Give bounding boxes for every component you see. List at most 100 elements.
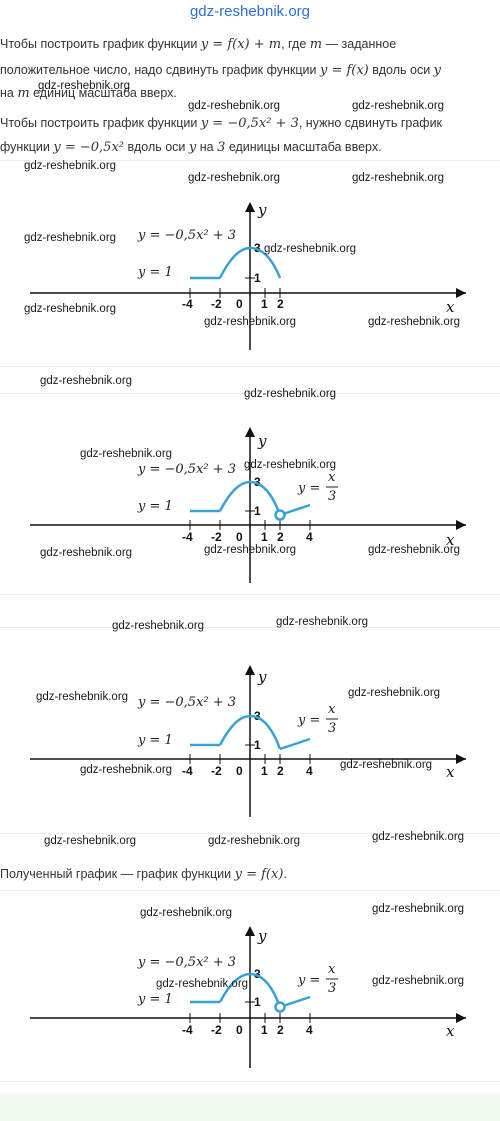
watermark: gdz-reshebnik.org: [264, 243, 357, 255]
watermark: gdz-reshebnik.org: [188, 172, 281, 184]
x-axis-label: x: [446, 1022, 455, 1040]
label-linear: y = x 3: [297, 470, 338, 504]
label-linear-lhs: y =: [297, 713, 320, 728]
x-tick-label: 1: [261, 1023, 268, 1037]
math-inline: 3: [217, 140, 226, 155]
paragraph-conclusion: Полученный график — график функции y = f…: [0, 861, 500, 888]
label-const: y = 1: [137, 499, 173, 514]
paragraph-rule-line-2: положительное число, надо сдвинуть графи…: [0, 57, 500, 84]
x-tick-label: 4: [306, 1023, 313, 1037]
text-segment: Чтобы построить график функции: [0, 116, 201, 130]
y-axis-label: y: [257, 432, 267, 450]
watermark: gdz-reshebnik.org: [368, 316, 461, 328]
x-tick-label: 0: [236, 1023, 243, 1037]
text-segment: функции: [0, 140, 54, 154]
label-linear-numerator: x: [328, 962, 336, 977]
math-inline: y = f(x): [319, 63, 369, 78]
x-axis-label: x: [446, 531, 455, 549]
label-const: y = 1: [137, 992, 173, 1007]
y-tick-label: 3: [254, 967, 261, 981]
text-segment: положительное число, надо сдвинуть графи…: [0, 63, 320, 77]
watermark: gdz-reshebnik.org: [40, 375, 133, 387]
watermark: gdz-reshebnik.org: [24, 232, 117, 244]
x-tick-label: 4: [306, 530, 313, 544]
x-tick-label: -4: [182, 764, 193, 778]
math-inline: y = f(x): [234, 867, 284, 882]
math-inline: y = −0,5x²: [53, 140, 124, 155]
label-parabola: y = −0,5x² + 3: [137, 462, 236, 477]
y-axis-label: y: [257, 668, 267, 686]
watermark: gdz-reshebnik.org: [80, 448, 173, 460]
watermark: gdz-reshebnik.org: [188, 100, 281, 112]
x-tick-label: -2: [211, 530, 222, 544]
graph-2-curves: [190, 480, 311, 521]
text-segment: вдоль оси: [124, 140, 189, 154]
watermark: gdz-reshebnik.org: [208, 835, 301, 847]
watermark: gdz-reshebnik.org: [40, 547, 133, 559]
x-tick-label: -2: [211, 1023, 222, 1037]
label-linear-denominator: 3: [328, 721, 336, 736]
graph-3: x y -4 -2 0 1 2 4 3 1 y = −0,5x² + 3 y =…: [30, 665, 466, 817]
y-axis-arrow-icon: [245, 665, 255, 675]
watermark: gdz-reshebnik.org: [372, 975, 465, 987]
label-linear-numerator: x: [328, 702, 336, 717]
paragraph-step-line-1: Чтобы построить график функции y = −0,5x…: [0, 110, 500, 137]
y-axis-arrow-icon: [245, 427, 255, 437]
label-parabola: y = −0,5x² + 3: [137, 228, 236, 243]
x-axis-arrow-icon: [456, 754, 466, 764]
watermark: gdz-reshebnik.org: [340, 759, 433, 771]
x-tick-label: -2: [211, 764, 222, 778]
y-tick-label: 3: [254, 709, 261, 723]
site-title[interactable]: gdz-reshebnik.org: [189, 3, 311, 20]
x-tick-label: 2: [277, 1023, 284, 1037]
y-tick-label: 3: [254, 241, 261, 255]
segment-linear: [279, 737, 311, 751]
x-tick-label: -4: [182, 530, 193, 544]
math-inline: m: [309, 37, 323, 52]
text-segment: — заданное: [322, 37, 397, 51]
label-linear-lhs: y =: [297, 481, 320, 496]
segment-parabola: [218, 246, 282, 279]
watermark: gdz-reshebnik.org: [372, 903, 465, 915]
label-linear-denominator: 3: [328, 981, 336, 996]
watermark: gdz-reshebnik.org: [112, 620, 205, 632]
watermark: gdz-reshebnik.org: [156, 978, 249, 990]
label-linear-numerator: x: [328, 470, 336, 485]
text-segment: , где: [281, 37, 310, 51]
text-segment: на: [0, 86, 18, 100]
x-axis-arrow-icon: [456, 1013, 466, 1023]
graph-4-curves: [190, 972, 311, 1013]
y-axis-arrow-icon: [245, 202, 255, 212]
watermark: gdz-reshebnik.org: [38, 80, 131, 92]
x-tick-label: 0: [236, 530, 243, 544]
math-inline: y: [188, 140, 197, 155]
x-tick-label: -2: [211, 297, 222, 311]
label-linear-lhs: y =: [297, 973, 320, 988]
x-axis-arrow-icon: [456, 520, 466, 530]
x-axis-arrow-icon: [456, 288, 466, 298]
y-tick-label: 1: [254, 995, 261, 1009]
x-axis-label: x: [446, 763, 455, 781]
label-const: y = 1: [137, 265, 173, 280]
x-tick-label: 4: [306, 764, 313, 778]
watermark: gdz-reshebnik.org: [352, 172, 445, 184]
open-point-icon: [274, 1001, 286, 1013]
segment-parabola: [218, 972, 282, 1008]
label-parabola: y = −0,5x² + 3: [137, 955, 236, 970]
x-tick-label: 2: [277, 297, 284, 311]
x-tick-label: 1: [261, 530, 268, 544]
math-inline: m: [17, 86, 30, 101]
text-segment: вдоль оси: [368, 63, 434, 77]
watermark: gdz-reshebnik.org: [352, 100, 445, 112]
graph-3-axes: x y -4 -2 0 1 2 4 3 1: [30, 665, 466, 817]
graph-4: x y -4 -2 0 1 2 4 3 1 y = −0,5x² + 3 y =…: [30, 926, 466, 1068]
paragraph-rule-line-1: Чтобы построить график функции y = f(x) …: [0, 31, 500, 58]
graph-3-curves: [190, 714, 311, 751]
watermark: gdz-reshebnik.org: [372, 831, 465, 843]
x-tick-label: 1: [261, 297, 268, 311]
y-tick-label: 1: [254, 271, 261, 285]
x-tick-label: 2: [277, 530, 284, 544]
graph-1-curves: [190, 246, 282, 280]
segment-parabola: [218, 480, 282, 516]
watermark: gdz-reshebnik.org: [276, 616, 369, 628]
